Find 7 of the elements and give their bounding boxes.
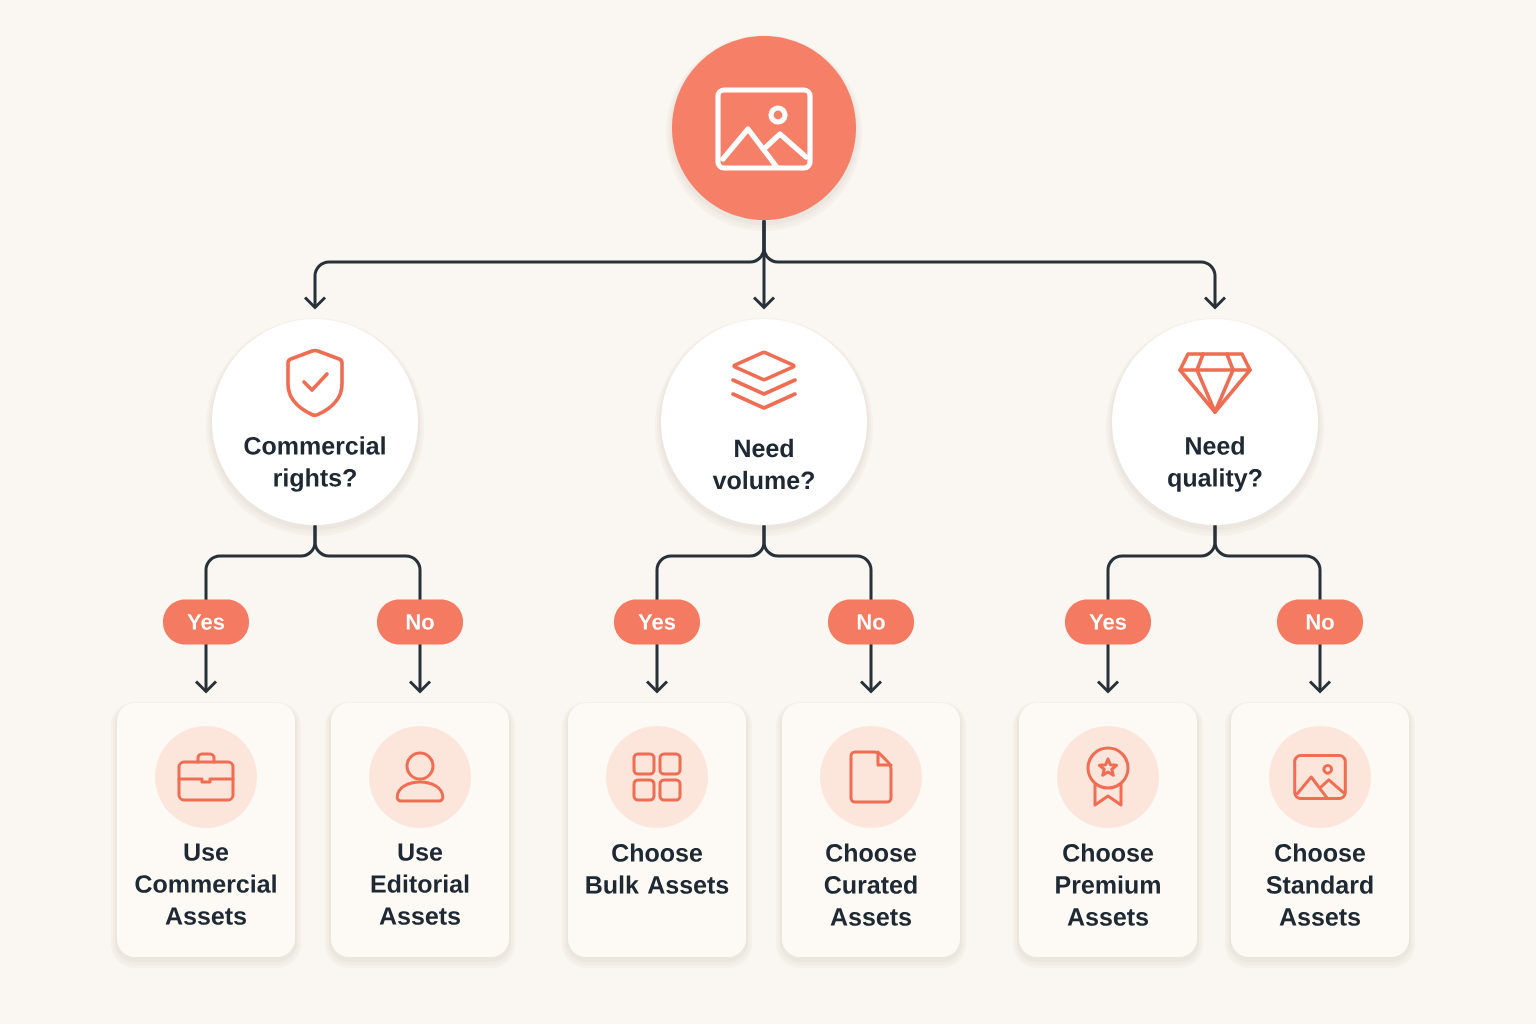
edge-label: No xyxy=(828,599,914,645)
edge-label: Yes xyxy=(163,599,249,645)
edge-label: No xyxy=(1277,599,1363,645)
arrow xyxy=(762,220,1227,310)
edge-label: No xyxy=(377,599,463,645)
edge-label: Yes xyxy=(1065,599,1151,645)
edge-label: Yes xyxy=(614,599,700,645)
